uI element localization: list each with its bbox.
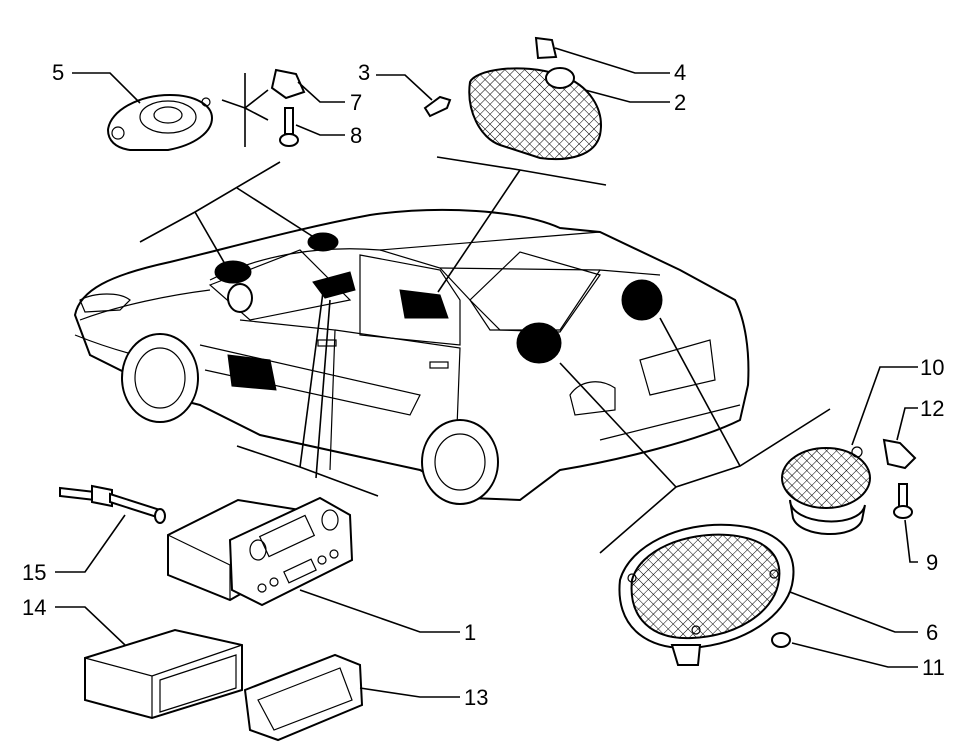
part-screw-8	[279, 107, 299, 147]
part-radio-1	[167, 496, 354, 607]
part-door-speaker-2	[468, 67, 602, 161]
callout-12: 12	[920, 396, 944, 421]
callout-4: 4	[674, 60, 686, 85]
speaker-location-front-door	[227, 354, 277, 391]
part-rear-speaker-10	[781, 446, 871, 535]
callout-6: 6	[926, 620, 938, 645]
speaker-location-parcel-shelf-left	[516, 322, 562, 364]
callout-5: 5	[52, 60, 64, 85]
callout-14: 14	[22, 595, 46, 620]
part-clip-12	[882, 438, 917, 470]
car-illustration	[73, 208, 750, 505]
part-nut-11	[771, 632, 791, 648]
callout-3: 3	[358, 60, 370, 85]
part-screw-3	[423, 95, 452, 118]
callout-11: 11	[922, 655, 945, 680]
part-clip-4	[534, 36, 558, 60]
part-bolt-15	[59, 484, 166, 524]
part-screw-9	[893, 483, 913, 519]
speaker-location-dash-right	[307, 232, 339, 252]
callout-10: 10	[920, 355, 944, 380]
car-leader-lines	[139, 156, 831, 554]
callout-1: 1	[464, 620, 476, 645]
callout-13: 13	[464, 685, 488, 710]
part-bezel-13	[243, 653, 364, 742]
speaker-location-parcel-shelf-right	[621, 279, 663, 321]
speaker-location-dash-left	[214, 260, 252, 284]
callout-7: 7	[350, 90, 362, 115]
part-tweeter	[106, 93, 214, 151]
part-sleeve-14	[84, 628, 243, 720]
radio-location	[312, 271, 356, 299]
callout-labels: 5 3 4 2 7 8 10 12 9 6 11 15 14 1 13	[22, 60, 945, 710]
callout-8: 8	[350, 123, 362, 148]
callout-leaders	[55, 47, 918, 698]
speaker-location-rear-door	[399, 289, 449, 319]
callout-2: 2	[674, 90, 686, 115]
part-clip-7	[270, 68, 306, 100]
callout-9: 9	[926, 550, 938, 575]
part-oval-speaker-6	[618, 523, 795, 666]
callout-15: 15	[22, 560, 46, 585]
